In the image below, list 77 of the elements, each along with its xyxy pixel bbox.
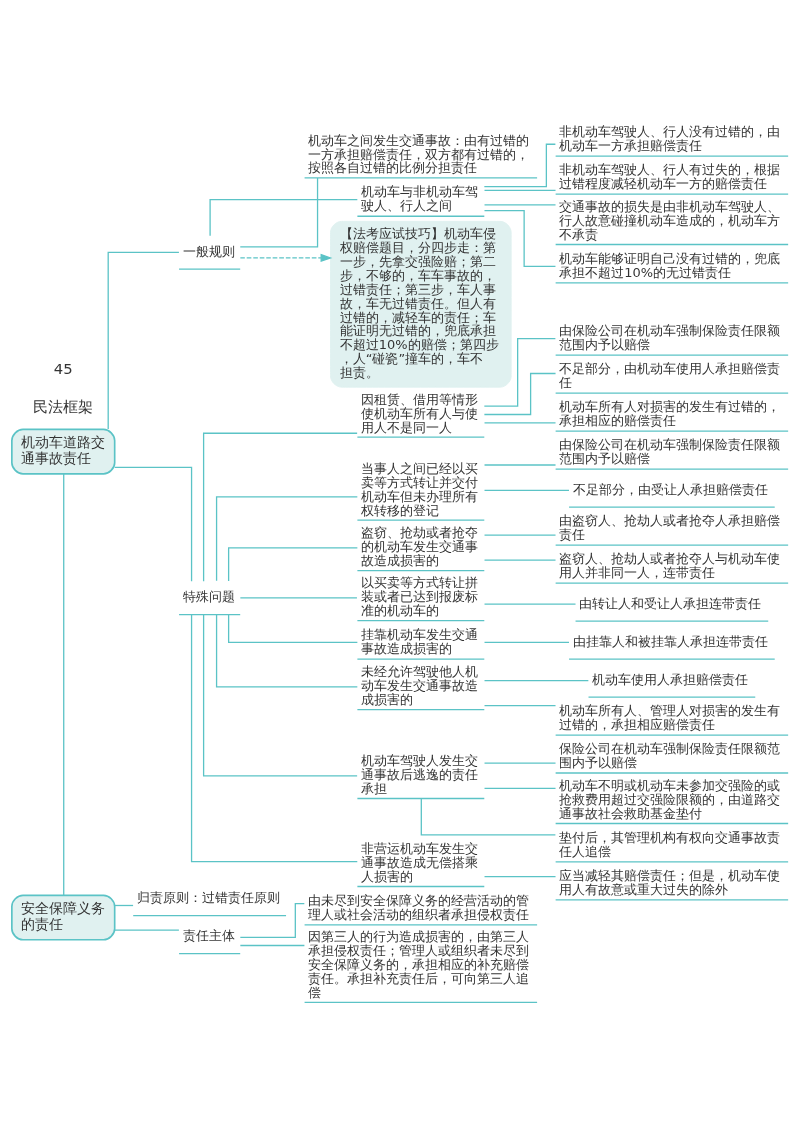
node-box: 【法考应试技巧】机动车侵权赔偿题目，分四步走：第一步，先拿交强险赔；第二步，不够的，车车事故的，过错责任；第三步，车人事故，车无过错责任。但人有过错的，减轻车的责任；车能证明无过错的，兜底承担不超过10%的赔偿；第四步，人“碰瓷”撞车的，车不担责。: [330, 220, 512, 388]
connector: [483, 463, 557, 466]
connector: [483, 337, 557, 407]
connector: [483, 189, 557, 191]
connector: [202, 613, 358, 776]
label: 民法框架: [33, 397, 94, 415]
node-text: 机动车使用人承担赔偿责任: [592, 671, 749, 687]
node-text: 因第三人的行为造成损害的，由第三人承担侵权责任；管理人或组织者未尽到安全保障义务的，承担相应的补充赔偿责任。承担补充责任后，可向第三人追偿: [308, 928, 530, 1000]
connector: [239, 596, 358, 599]
connector: [114, 904, 134, 906]
connector: [483, 704, 557, 706]
connector: [209, 198, 358, 236]
connector: [483, 534, 557, 536]
node-text: 因租赁、借用等情形使机动车所有人与使用人不是同一人: [361, 391, 479, 435]
connector: [483, 641, 570, 643]
node-text: 机动车驾驶人发生交通事故后逃逸的责任承担: [361, 752, 479, 796]
connector: [483, 761, 557, 764]
connector: [114, 466, 193, 582]
node-text: 应当减轻其赔偿责任；但是，机动车使用人有故意或重大过失的除外: [559, 867, 781, 897]
node-text: 机动车所有人、管理人对损害的发生有过错的，承担相应赔偿责任: [559, 702, 781, 732]
connector: [483, 372, 557, 415]
node-text: 未经允许驾驶他人机动车发生交通事故造成损害的: [361, 663, 479, 707]
node-text: 不足部分，由受让人承担赔偿责任: [572, 481, 768, 497]
connector: [63, 472, 65, 896]
connector: [215, 495, 358, 581]
node-box: 机动车道路交通事故责任: [11, 428, 116, 475]
node-text: 机动车之间发生交通事故：由有过错的一方承担赔偿责任，双方都有过错的，按照各自过错的比例分担责任: [308, 132, 530, 175]
node-box: 安全保障义务的责任: [11, 893, 116, 941]
node-text: 由转让人和受让人承担连带责任: [579, 595, 762, 611]
connector: [483, 679, 589, 681]
node-text: 盗窃、抢劫或者抢夺的机动车发生交通事故造成损害的: [361, 524, 479, 568]
connector: [483, 203, 557, 205]
connector: [483, 489, 570, 491]
node-text: 挂靠机动车发生交通事故造成损害的: [361, 626, 479, 656]
node-text: 机动车所有人对损害的发生有过错的，承担相应的赔偿责任: [559, 398, 781, 428]
connector: [483, 559, 557, 561]
connector: [114, 928, 180, 931]
node-text: 由保险公司在机动车强制保险责任限额范围内予以赔偿: [559, 436, 781, 466]
node-text: 机动车能够证明自己没有过错的，兜底承担不超过10%的无过错责任: [559, 250, 781, 280]
label: 45: [53, 359, 73, 377]
arrow: [239, 253, 333, 262]
node-text: 责任主体: [182, 927, 235, 943]
node-text: 特殊问题: [182, 588, 235, 604]
connector: [190, 613, 358, 862]
node-text: 机动车不明或机动车未参加交强险的或抢救费用超过交强险限额的，由道路交通事故社会救助基金垫付: [559, 777, 781, 821]
node-text: 一般规则: [182, 243, 235, 259]
connector: [239, 944, 306, 946]
node-text: 由保险公司在机动车强制保险责任限额范围内予以赔偿: [559, 322, 781, 352]
node-text: 以买卖等方式转让拼装或者已达到报废标准的机动车的: [361, 574, 479, 618]
connector: [483, 787, 557, 789]
node-text: 不足部分，由机动车使用人承担赔偿责任: [559, 360, 781, 390]
connector: [239, 902, 305, 938]
connector: [107, 251, 180, 430]
connector: [483, 421, 557, 423]
connector: [483, 143, 557, 187]
node-text: 当事人之间已经以买卖等方式转让并交付机动车但未办理所有权转移的登记: [361, 460, 479, 518]
connector: [227, 613, 358, 643]
node-text: 保险公司在机动车强制保险责任限额范围内予以赔偿: [559, 740, 781, 770]
node-text: 由未尽到安全保障义务的经营活动的管理人或社会活动的组织者承担侵权责任: [308, 892, 530, 922]
node-text: 由盗窃人、抢劫人或者抢夺人承担赔偿责任: [559, 512, 781, 542]
node-text: 垫付后，其管理机构有权向交通事故责任人追偿: [559, 829, 781, 859]
node-text: 非机动车驾驶人、行人有过失的，根据过错程度减轻机动车一方的赔偿责任: [559, 161, 781, 191]
node-text: 机动车与非机动车驾驶人、行人之间: [361, 183, 479, 213]
connector: [483, 875, 557, 877]
node-text: 非机动车驾驶人、行人没有过错的，由机动车一方承担赔偿责任: [559, 123, 781, 153]
connector: [215, 613, 358, 687]
connector: [239, 176, 319, 247]
connector: [202, 432, 358, 582]
connector: [420, 797, 557, 835]
node-text: 非营运机动车发生交通事故造成无偿搭乘人损害的: [361, 840, 479, 884]
connector: [483, 209, 557, 267]
connector: [483, 603, 577, 605]
node-text: 归责原则：过错责任原则: [136, 889, 280, 905]
connector: [227, 546, 358, 582]
node-text: 由挂靠人和被挂靠人承担连带责任: [572, 633, 768, 649]
node-text: 交通事故的损失是由非机动车驾驶人、行人故意碰撞机动车造成的，机动车方不承责: [559, 198, 781, 242]
node-text: 盗窃人、抢劫人或者抢夺人与机动车使用人并非同一人，连带责任: [559, 550, 781, 580]
